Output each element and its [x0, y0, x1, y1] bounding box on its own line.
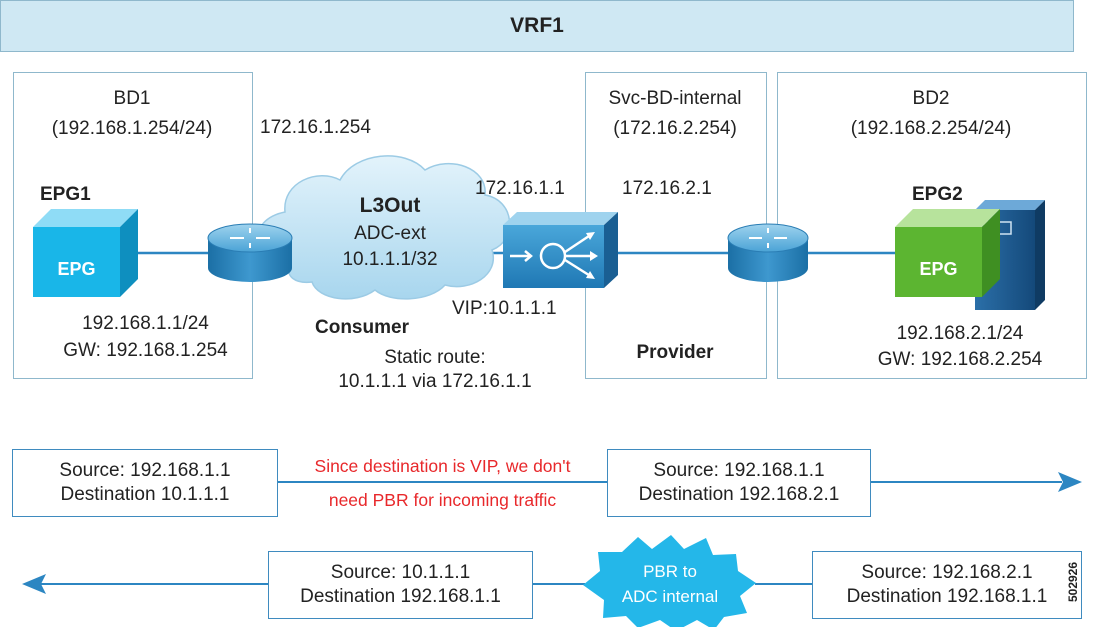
epg1-gw: GW: 192.168.1.254: [63, 340, 228, 361]
pbr-burst-line2: ADC internal: [621, 587, 719, 606]
router-icon: [207, 223, 293, 282]
no-pbr-note-line1: Since destination is VIP, we don't: [314, 456, 571, 476]
provider-label: Provider: [636, 342, 714, 363]
consumer-label: Consumer: [315, 317, 409, 338]
epg1-ip: 192.168.1.1/24: [82, 313, 209, 334]
outbound-arrowhead: [22, 574, 46, 594]
cloud-line2: 10.1.1.1/32: [342, 249, 438, 270]
vrf-title: VRF1: [510, 14, 564, 37]
inbound-packet-box: Source: 192.168.1.1 Destination 10.1.1.1: [12, 449, 278, 517]
svc-bd-subnet: (172.16.2.254): [613, 118, 737, 139]
packet-destination: Destination 192.168.1.1: [300, 586, 501, 607]
epg1-cube-icon: [33, 209, 138, 297]
vrf-banner: VRF1: [0, 0, 1074, 52]
figure-id: 502926: [1066, 557, 1082, 607]
bd1-subnet: (192.168.1.254/24): [51, 118, 213, 139]
bd2-name: BD2: [912, 88, 950, 109]
svc-bd-name: Svc-BD-internal: [608, 88, 742, 109]
l3out-ip: 172.16.1.254: [260, 117, 371, 138]
epg2-cube-label: EPG: [919, 259, 958, 279]
figure-id-text: 502926: [1066, 561, 1080, 603]
static-route-value: 10.1.1.1 via 172.16.1.1: [338, 371, 532, 392]
bd1-name: BD1: [113, 88, 151, 109]
epg2-title: EPG2: [912, 184, 963, 205]
packet-source: Source: 10.1.1.1: [330, 562, 471, 583]
adc-load-balancer-icon: [503, 212, 618, 288]
no-pbr-note-line2: need PBR for incoming traffic: [328, 490, 557, 510]
inbound-arrowhead: [1058, 472, 1082, 492]
outbound-packet-box-provider: Source: 192.168.2.1 Destination 192.168.…: [812, 551, 1082, 619]
cloud-line1: ADC-ext: [354, 223, 426, 244]
packet-destination: Destination 10.1.1.1: [60, 484, 230, 505]
router-icon: [727, 223, 809, 282]
bd2-subnet: (192.168.2.254/24): [850, 118, 1012, 139]
packet-destination: Destination 192.168.1.1: [846, 586, 1048, 607]
epg2-gw: GW: 192.168.2.254: [877, 349, 1043, 370]
packet-source: Source: 192.168.1.1: [653, 460, 825, 481]
epg2-cube-icon: [895, 209, 1000, 297]
pbr-burst-shape: [583, 535, 756, 627]
pbr-burst-line1: PBR to: [643, 562, 697, 581]
outbound-packet-box-consumer: Source: 10.1.1.1 Destination 192.168.1.1: [268, 551, 533, 619]
static-route-label: Static route:: [384, 347, 486, 368]
epg1-title: EPG1: [40, 184, 91, 205]
epg1-cube-label: EPG: [57, 259, 96, 279]
packet-source: Source: 192.168.2.1: [861, 562, 1033, 583]
inbound-packet-box-provider: Source: 192.168.1.1 Destination 192.168.…: [607, 449, 871, 517]
epg2-ip: 192.168.2.1/24: [896, 323, 1024, 344]
adc-external-ip: 172.16.1.1: [475, 178, 565, 199]
cloud-title: L3Out: [359, 194, 421, 217]
packet-destination: Destination 192.168.2.1: [638, 484, 840, 505]
adc-internal-ip: 172.16.2.1: [622, 178, 712, 199]
l3out-cloud-icon: [256, 155, 511, 300]
packet-source: Source: 192.168.1.1: [59, 460, 231, 481]
adc-vip: VIP:10.1.1.1: [452, 298, 557, 319]
